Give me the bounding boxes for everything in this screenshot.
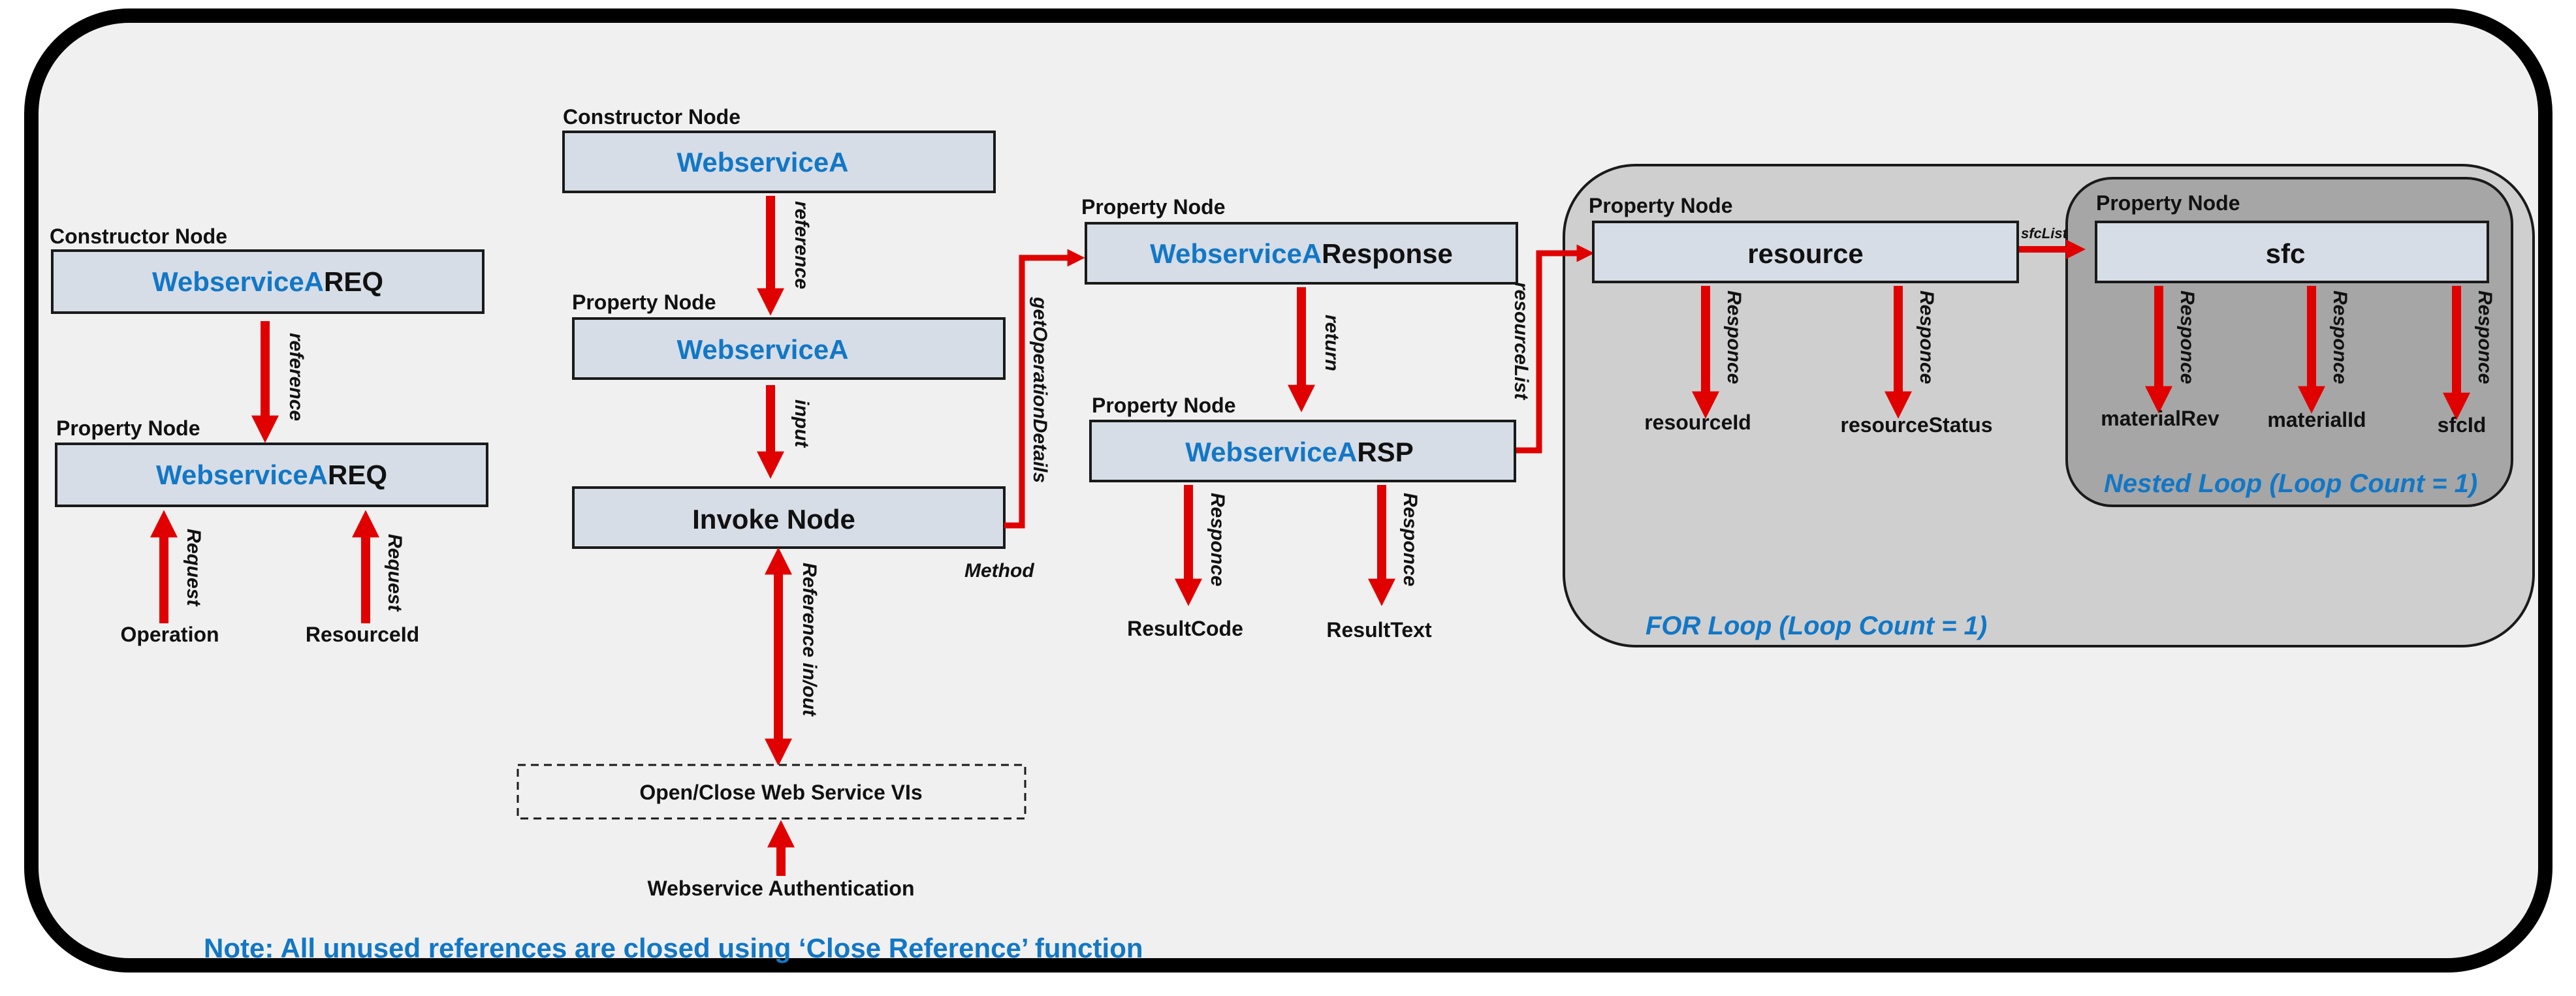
ws-property-node	[572, 317, 1006, 380]
req-constructor-caption: Constructor Node	[50, 225, 227, 248]
sfc-property-label: sfc	[2266, 238, 2306, 269]
open-close-vis-label: Open/Close Web Service VIs	[639, 781, 922, 804]
sfc-property-node	[2095, 221, 2489, 283]
responce-label-resourceid: Responce	[1723, 290, 1745, 384]
operation-input: Operation	[120, 623, 219, 646]
req-constructor-node	[51, 249, 485, 314]
req-property-caption: Property Node	[56, 416, 200, 440]
webservice-authentication: Webservice Authentication	[648, 877, 915, 900]
responce-label-resultcode: Responce	[1207, 493, 1228, 586]
response-property-caption: Property Node	[1081, 195, 1225, 219]
request-label-1: Request	[183, 529, 204, 607]
sfclist-label: sfcList	[2021, 225, 2069, 241]
ws-property-caption: Property Node	[572, 290, 716, 314]
req-property-node	[55, 443, 488, 507]
responce-label-materialrev: Responce	[2176, 290, 2198, 384]
open-close-vis-box	[517, 764, 1026, 820]
resource-property-caption: Property Node	[1589, 194, 1732, 217]
req-property-label: WebserviceAREQ	[156, 459, 387, 490]
rsp-property-caption: Property Node	[1092, 394, 1235, 417]
ws-constructor-node	[562, 131, 996, 193]
resultcode-output: ResultCode	[1127, 617, 1243, 640]
rsp-property-node	[1089, 420, 1516, 482]
resourceid-output: resourceId	[1644, 411, 1751, 434]
rsp-property-label: WebserviceARSP	[1185, 437, 1413, 467]
materialid-output: materialId	[2267, 408, 2366, 431]
reference-in-out-label: Reference in/out	[799, 563, 820, 717]
responce-label-sfcid: Responce	[2474, 290, 2496, 384]
footnote: Note: All unused references are closed u…	[204, 933, 1143, 963]
arrow-get-operation-details	[1004, 249, 1085, 529]
ws-constructor-caption: Constructor Node	[563, 105, 740, 129]
resource-list-label: resourceList	[1510, 282, 1532, 401]
responce-label-resulttext: Responce	[1399, 493, 1421, 586]
req-constructor-label: WebserviceAREQ	[152, 266, 383, 297]
sfcid-output: sfcId	[2438, 413, 2487, 437]
resource-property-label: resource	[1747, 238, 1863, 269]
nested-loop-title: Nested Loop (Loop Count = 1)	[2104, 469, 2477, 498]
return-label: return	[1321, 315, 1343, 371]
responce-label-materialid: Responce	[2329, 290, 2351, 384]
for-loop-title: FOR Loop (Loop Count = 1)	[1646, 612, 1987, 640]
get-operation-details-label: getOperationDetails	[1029, 296, 1051, 483]
resourcestatus-output: resourceStatus	[1841, 413, 1993, 437]
request-label-2: Request	[384, 534, 405, 612]
resourceid-input: ResourceId	[306, 623, 419, 646]
resource-property-node	[1592, 221, 2019, 283]
ws-reference-label: reference	[791, 201, 812, 289]
responce-label-resourcestatus: Responce	[1916, 290, 1937, 384]
resulttext-output: ResultText	[1326, 618, 1432, 642]
materialrev-output: materialRev	[2101, 407, 2219, 430]
response-property-node	[1085, 222, 1518, 285]
invoke-node-label: Invoke Node	[692, 504, 855, 535]
invoke-node	[572, 486, 1006, 549]
req-reference-label: reference	[285, 333, 307, 421]
method-label: Method	[964, 560, 1034, 582]
sfc-property-caption: Property Node	[2096, 191, 2240, 215]
arrow-resource-list	[1516, 244, 1595, 454]
ws-input-label: input	[791, 399, 812, 448]
ws-constructor-label: WebserviceA	[676, 147, 848, 178]
ws-property-label: WebserviceA	[676, 334, 848, 365]
response-property-label: WebserviceAResponse	[1150, 238, 1453, 269]
